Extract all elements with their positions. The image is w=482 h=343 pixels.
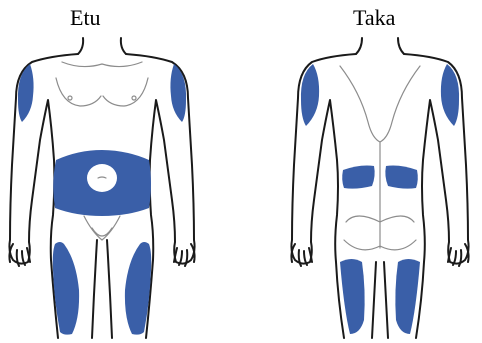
- back-zone-right-buttock-thigh: [395, 259, 420, 334]
- back-zone-right-flank: [385, 166, 417, 189]
- front-groin: [92, 228, 112, 236]
- back-inner-leg-left: [372, 262, 376, 338]
- front-pec-left: [56, 78, 101, 106]
- back-neck-left: [356, 38, 362, 54]
- front-nipple-right: [132, 96, 136, 100]
- back-body: [291, 38, 468, 338]
- front-inner-leg-left: [92, 240, 97, 338]
- back-zone-left-buttock-thigh: [340, 259, 365, 334]
- front-zone-left-upper-arm: [18, 64, 34, 122]
- front-collarbone: [62, 62, 142, 67]
- back-inner-leg-right: [384, 262, 388, 338]
- front-zone-abdomen: [53, 150, 151, 216]
- front-neck-left: [78, 38, 83, 54]
- front-zone-right-upper-arm: [170, 64, 186, 122]
- front-navel: [98, 177, 106, 178]
- back-zone-left-flank: [342, 166, 374, 189]
- front-inner-leg-right: [107, 240, 112, 338]
- front-pec-right: [103, 78, 148, 106]
- front-neck-right: [121, 38, 126, 54]
- back-shoulder-blades: [340, 66, 420, 142]
- back-neck-right: [398, 38, 404, 54]
- front-nipple-left: [68, 96, 72, 100]
- front-body: [9, 38, 194, 338]
